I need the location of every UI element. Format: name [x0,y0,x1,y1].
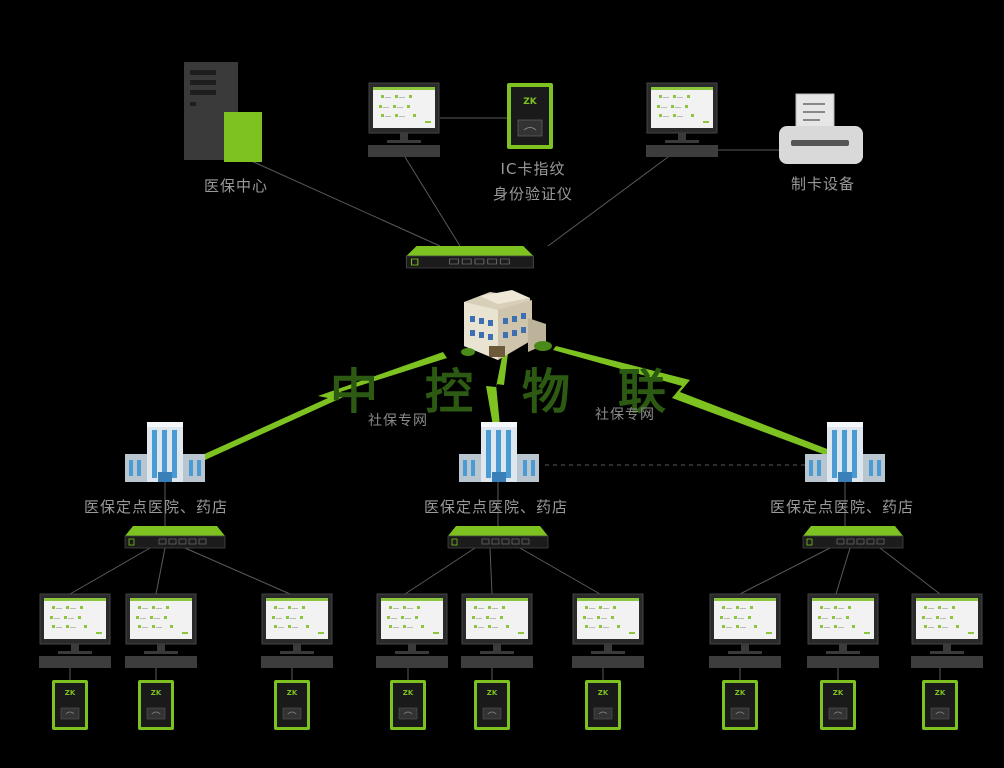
network-switch-icon [447,525,549,549]
card-reader-icon [137,679,175,731]
hospital-building-icon [459,422,539,482]
wireless-links [200,346,835,460]
watermark-char: 联 [618,364,667,420]
card-reader-icon [51,679,89,731]
monitor-icon [38,593,112,669]
network-switch-icon [802,525,904,549]
card-reader-icon [273,679,311,731]
server-icon [184,62,262,162]
network-label: 社保专网 [368,413,428,429]
card-reader-icon [473,679,511,731]
watermark-char: 中 [330,364,379,420]
network-switch-icon [405,245,534,269]
insurance-center-label: 医保中心 [204,177,269,195]
svg-text:ZK: ZK [523,97,538,107]
monitor-icon [645,82,719,158]
watermark-char: 物 [522,364,571,420]
monitor-icon [124,593,198,669]
card-device-label: 制卡设备 [791,175,856,193]
card-reader-icon [584,679,622,731]
site-label: 医保定点医院、药店 [84,498,229,516]
verifier-label-line1: IC卡指纹 [500,160,566,178]
card-reader-icon [389,679,427,731]
site-label: 医保定点医院、药店 [770,498,915,516]
network-switch-icon [124,525,226,549]
monitor-icon [910,593,984,669]
monitor-icon [571,593,645,669]
hospital-building-icon [125,422,205,482]
monitor-icon [806,593,880,669]
monitor-icon [260,593,334,669]
card-reader-icon [721,679,759,731]
watermark-char: 控 [425,364,474,420]
monitor-icon [708,593,782,669]
card-reader-icon [819,679,857,731]
monitor-icon [375,593,449,669]
office-building-icon [461,290,552,360]
hospital-building-icon [805,422,885,482]
printer-icon [779,93,863,164]
network-label: 社保专网 [595,407,655,423]
monitor-icon [367,82,441,158]
card-reader-icon [921,679,959,731]
site-label: 医保定点医院、药店 [424,498,569,516]
monitor-icon [460,593,534,669]
verifier-label-line2: 身份验证仪 [492,185,573,203]
card-reader-icon: ZK [507,83,553,149]
